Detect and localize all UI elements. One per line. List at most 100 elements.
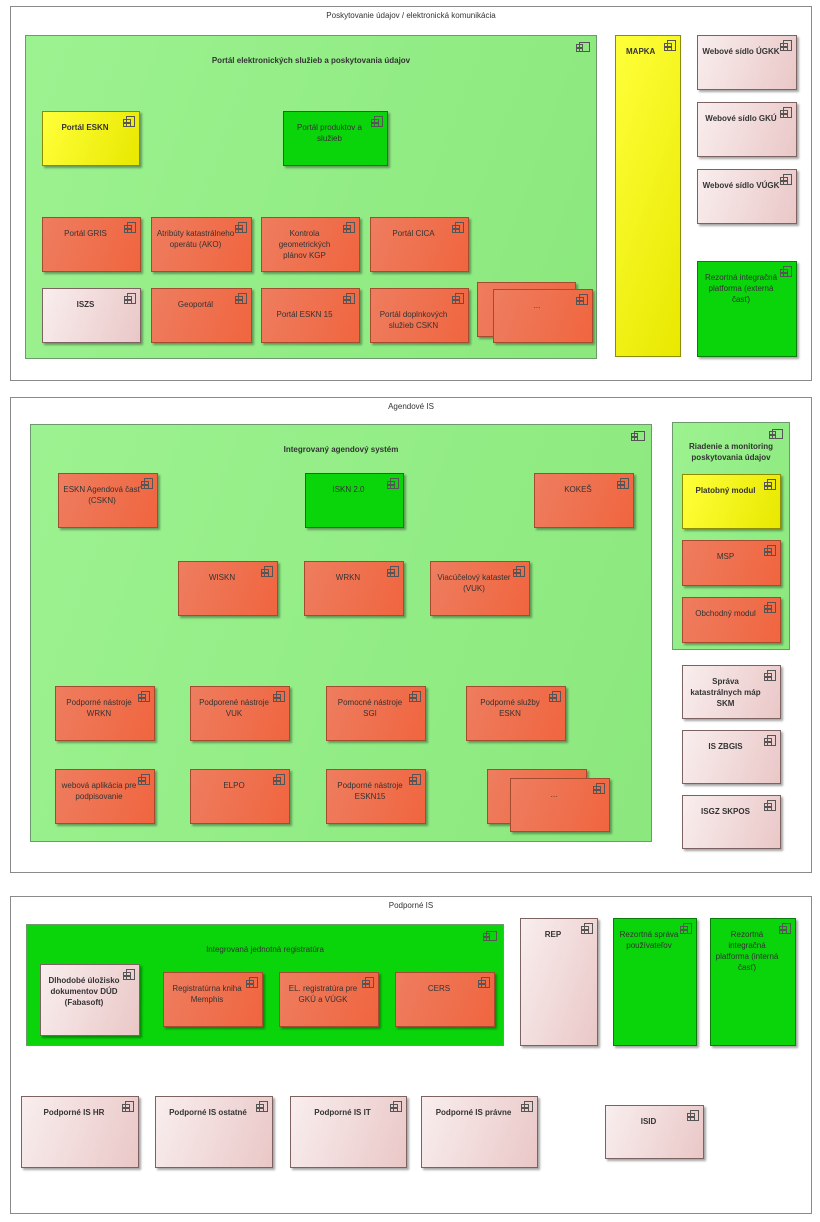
component-portal-eskn15[interactable]: Portál ESKN 15 — [261, 288, 360, 343]
package-icon — [483, 931, 497, 941]
component-web-gku[interactable]: Webové sídlo GKÚ — [697, 102, 797, 157]
component-icon — [680, 923, 692, 934]
component-icon — [664, 40, 676, 51]
component-icon — [764, 800, 776, 811]
component-icon — [779, 923, 791, 934]
component-icon — [593, 783, 605, 794]
component-icon — [780, 107, 792, 118]
component-icon — [387, 566, 399, 577]
component-is-it[interactable]: Podporné IS IT — [290, 1096, 407, 1168]
component-icon — [138, 691, 150, 702]
package-title: Integrovaná jednotná registratúra — [206, 945, 324, 954]
component-icon — [780, 266, 792, 277]
component-mapka[interactable]: MAPKA — [615, 35, 681, 357]
component-ps-eskn[interactable]: Podporné služby ESKN — [466, 686, 566, 741]
component-web-ugkk[interactable]: Webové sídlo ÚGKK — [697, 35, 797, 90]
component-elpo[interactable]: ELPO — [190, 769, 290, 824]
component-icon — [123, 969, 135, 980]
component-platobny[interactable]: Platobný modul — [682, 474, 781, 529]
component-is-ostatne[interactable]: Podporné IS ostatné — [155, 1096, 273, 1168]
component-icon — [122, 1101, 134, 1112]
component-msp[interactable]: MSP — [682, 540, 781, 586]
component-pn-eskn15[interactable]: Podporné nástroje ESKN15 — [326, 769, 426, 824]
component-web-podpis[interactable]: webová aplikácia pre podpisovanie — [55, 769, 155, 824]
component-vuk[interactable]: Viacúčelový kataster (VUK) — [430, 561, 530, 616]
component-icon — [387, 478, 399, 489]
component-icon — [246, 977, 258, 988]
package-icon — [769, 429, 783, 439]
component-is-hr[interactable]: Podporné IS HR — [21, 1096, 139, 1168]
package-title: Integrovaný agendový systém — [283, 445, 399, 454]
component-portal-doplnkovych[interactable]: Portál doplnkových služieb CSKN — [370, 288, 469, 343]
component-dud[interactable]: Dlhodobé úložisko dokumentov DÚD (Fabaso… — [40, 964, 140, 1036]
component-portal-cica[interactable]: Portál CICA — [370, 217, 469, 272]
component-icon — [261, 566, 273, 577]
component-portal-eskn[interactable]: Portál ESKN — [42, 111, 140, 166]
component-icon — [409, 774, 421, 785]
component-wiskn[interactable]: WISKN — [178, 561, 278, 616]
component-icon — [273, 691, 285, 702]
component-icon — [123, 116, 135, 127]
component-icon — [343, 222, 355, 233]
layer-title: Agendové IS — [388, 402, 434, 411]
component-iskn[interactable]: ISKN 2.0 — [305, 473, 404, 528]
component-cers[interactable]: CERS — [395, 972, 495, 1027]
component-kokes[interactable]: KOKEŠ — [534, 473, 634, 528]
component-icon — [390, 1101, 402, 1112]
component-icon — [124, 293, 136, 304]
component-el-registratura[interactable]: EL. registratúra pre GKÚ a VÚGK — [279, 972, 379, 1027]
component-icon — [617, 478, 629, 489]
component-rep[interactable]: REP — [520, 918, 598, 1046]
layer-title: Poskytovanie údajov / elektronická komun… — [326, 11, 496, 20]
component-skm[interactable]: Správa katastrálnych máp SKM — [682, 665, 781, 719]
component-icon — [576, 294, 588, 305]
component-icon — [371, 116, 383, 127]
component-rip-externa[interactable]: Rezortná integračná platforma (externá č… — [697, 261, 797, 357]
package-title: Riadenie a monitoring poskytovania údajo… — [688, 442, 773, 462]
component-icon — [764, 670, 776, 681]
package-icon — [631, 431, 645, 441]
component-icon — [256, 1101, 268, 1112]
component-eskn-agendova[interactable]: ESKN Agendová časť (CSKN) — [58, 473, 158, 528]
package-icon — [576, 42, 590, 52]
component-icon — [764, 602, 776, 613]
component-icon — [549, 691, 561, 702]
component-rip-interna[interactable]: Rezortná integračná platforma (interná č… — [710, 918, 796, 1046]
component-pn-wrkn[interactable]: Podporné nástroje WRKN — [55, 686, 155, 741]
component-ellipsis[interactable]: ... — [493, 289, 593, 343]
component-icon — [343, 293, 355, 304]
component-icon — [235, 222, 247, 233]
component-zbgis[interactable]: IS ZBGIS — [682, 730, 781, 784]
layer-title: Podporné IS — [388, 901, 434, 910]
component-icon — [764, 545, 776, 556]
component-icon — [513, 566, 525, 577]
component-portal-produktov[interactable]: Portál produktov a služieb — [283, 111, 388, 166]
component-wrkn[interactable]: WRKN — [304, 561, 404, 616]
component-pn-vuk[interactable]: Podporené nástroje VUK — [190, 686, 290, 741]
package-title: Portál elektronických služieb a poskytov… — [211, 56, 411, 65]
component-icon — [780, 40, 792, 51]
component-atributy[interactable]: Atribúty katastrálneho operátu (AKO) — [151, 217, 252, 272]
component-icon — [687, 1110, 699, 1121]
component-pn-sgi[interactable]: Pomocné nástroje SGI — [326, 686, 426, 741]
component-rsp[interactable]: Rezortná správa používateľov — [613, 918, 697, 1046]
component-iszs[interactable]: ISZS — [42, 288, 141, 343]
component-icon — [581, 923, 593, 934]
component-is-pravne[interactable]: Podporné IS právne — [421, 1096, 538, 1168]
component-kontrola[interactable]: Kontrola geometrických plánov KGP — [261, 217, 360, 272]
component-icon — [273, 774, 285, 785]
component-web-vugk[interactable]: Webové sídlo VÚGK — [697, 169, 797, 224]
component-icon — [452, 293, 464, 304]
component-icon — [478, 977, 490, 988]
component-icon — [780, 174, 792, 185]
component-skpos[interactable]: ISGZ SKPOS — [682, 795, 781, 849]
component-isid[interactable]: ISID — [605, 1105, 704, 1159]
component-obchodny[interactable]: Obchodný modul — [682, 597, 781, 643]
component-icon — [452, 222, 464, 233]
component-icon — [764, 479, 776, 490]
component-geoportal[interactable]: Geoportál — [151, 288, 252, 343]
component-ellipsis2[interactable]: ... — [510, 778, 610, 832]
component-portal-gris[interactable]: Portál GRIS — [42, 217, 141, 272]
component-memphis[interactable]: Registratúrna kniha Memphis — [163, 972, 263, 1027]
component-icon — [764, 735, 776, 746]
